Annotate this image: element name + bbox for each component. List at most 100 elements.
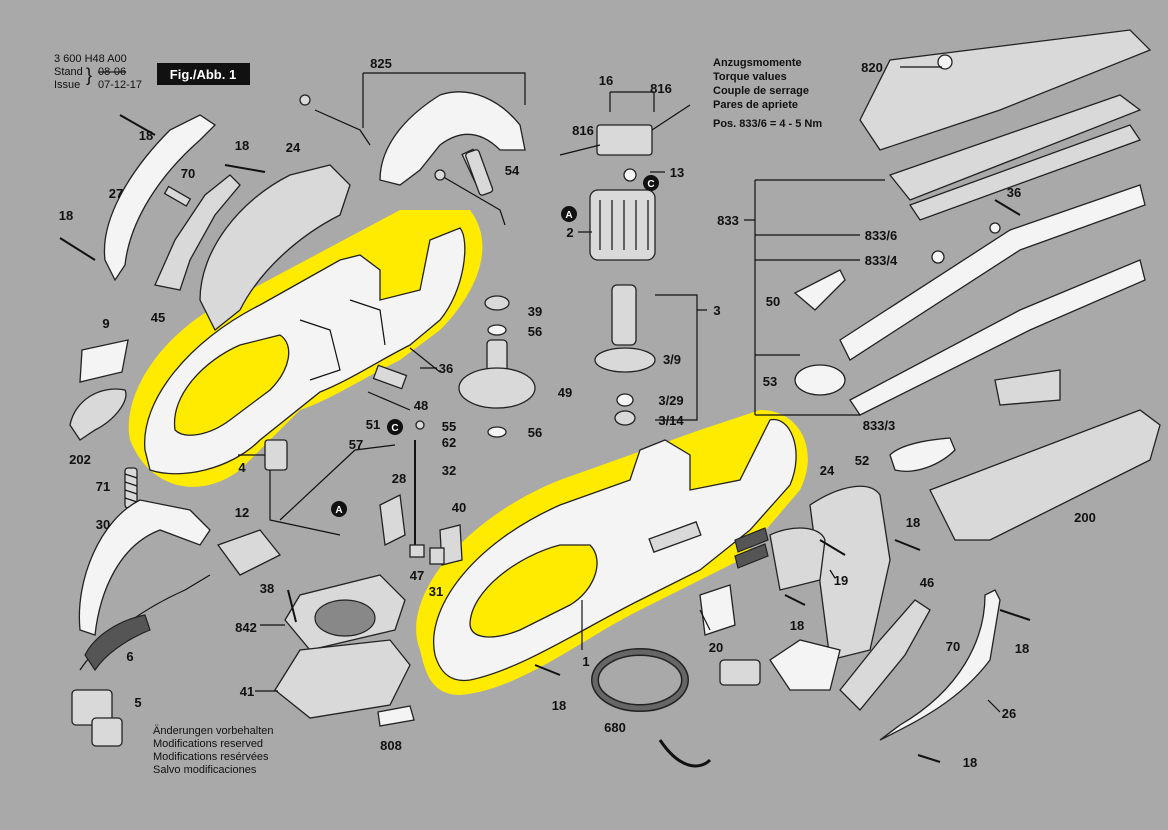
guard-200 (929, 409, 1161, 541)
part-label: 31 (429, 584, 443, 599)
part-label: 48 (414, 398, 428, 413)
part-label: 2 (566, 225, 573, 240)
part-label: 5 (134, 695, 141, 710)
new-date: 07-12-17 (98, 79, 142, 91)
svg-text:C: C (647, 179, 654, 190)
part-label: 70 (181, 166, 195, 181)
gear-assembly (367, 295, 536, 438)
part-label: 16 (599, 73, 613, 88)
part-label: 18 (59, 208, 73, 223)
plate-52 (889, 437, 956, 472)
motor-assembly (559, 104, 691, 426)
part-label: 808 (380, 738, 402, 753)
housing-left (144, 227, 466, 475)
part-label: 50 (766, 294, 780, 309)
plate-842-pad (314, 599, 376, 637)
issue-label: Issue (54, 79, 80, 91)
shaft-assembly (379, 420, 463, 566)
part-label: 70 (946, 639, 960, 654)
part-label: 18 (790, 618, 804, 633)
part-label: 18 (235, 138, 249, 153)
part-label: 820 (861, 60, 883, 75)
part-label: 30 (96, 517, 110, 532)
part-label: 3/9 (663, 352, 681, 367)
label-808 (377, 705, 415, 727)
part-label: 19 (834, 573, 848, 588)
part-label: 842 (235, 620, 257, 635)
marker-a-1: A (561, 206, 577, 222)
side-covers (699, 485, 1001, 741)
grip-45 (154, 174, 241, 291)
part-label: 24 (820, 463, 835, 478)
part-label: 833/4 (865, 253, 898, 268)
part-label: 4 (238, 460, 246, 475)
torque-line3: Couple de serrage (713, 85, 809, 97)
part-label: 18 (552, 698, 566, 713)
part-label: 202 (69, 452, 91, 467)
torque-line5: Pos. 833/6 = 4 - 5 Nm (713, 118, 822, 130)
springs (124, 149, 494, 509)
part-label: 49 (558, 385, 572, 400)
part-label: 57 (349, 437, 363, 452)
marker-c-2: C (387, 419, 403, 435)
part-label: 833/6 (865, 228, 898, 243)
part-label: 3 (713, 303, 720, 318)
part-label: 200 (1074, 510, 1096, 525)
torque-line1: Anzugsmomente (713, 57, 802, 69)
part-label: 40 (452, 500, 466, 515)
footer-line3: Modifications resérvées (153, 751, 269, 763)
part-label: 12 (235, 505, 249, 520)
footer-line2: Modifications reserved (153, 738, 263, 750)
part-label: 833/3 (863, 418, 896, 433)
marker-c-1: C (643, 175, 659, 191)
part-label: 18 (139, 128, 153, 143)
handle-30 (78, 499, 211, 636)
part-label: 18 (1015, 641, 1029, 656)
part-label: 26 (1002, 706, 1016, 721)
part-label: 13 (670, 165, 684, 180)
svg-text:A: A (565, 210, 572, 221)
part-label: 56 (528, 425, 542, 440)
part-label: 39 (528, 304, 542, 319)
marker-a-2: A (331, 501, 347, 517)
part-label: 52 (855, 453, 869, 468)
part-label: 45 (151, 310, 165, 325)
part-label: 28 (392, 471, 406, 486)
part-label: 54 (505, 163, 520, 178)
part-label: 833 (717, 213, 739, 228)
leader-lines (238, 66, 1001, 713)
part-label: 825 (370, 56, 392, 71)
stand-label: Stand (54, 66, 83, 78)
handle-27 (103, 114, 217, 282)
svg-text:C: C (391, 423, 398, 434)
svg-text:A: A (335, 505, 342, 516)
part-label: 55 (442, 419, 456, 434)
part-label: 6 (126, 649, 133, 664)
part-label: 41 (240, 684, 254, 699)
part-label: 32 (442, 463, 456, 478)
part-label: 46 (920, 575, 934, 590)
part-label: 51 (366, 417, 380, 432)
part-label: 816 (650, 81, 672, 96)
part-label: 62 (442, 435, 456, 450)
cable-680 (591, 648, 761, 768)
fig-label: Fig./Abb. 1 (170, 67, 236, 82)
part-label: 3/14 (658, 413, 684, 428)
doc-number: 3 600 H48 A00 (54, 53, 127, 65)
part-label: 36 (439, 361, 453, 376)
screws (59, 114, 1031, 763)
part-label: 20 (709, 640, 723, 655)
old-date: 08-06 (98, 66, 126, 78)
cable-6 (71, 574, 211, 747)
cover-24-top (199, 164, 351, 332)
part-label: 9 (102, 316, 109, 331)
part-label: 71 (96, 479, 110, 494)
torque-line4: Pares de apriete (713, 99, 798, 111)
part-labels: 825 16 816 816 820 18 70 27 18 24 54 13 … (59, 56, 1096, 770)
part-label: 3/29 (658, 393, 683, 408)
torque-line2: Torque values (713, 71, 787, 83)
plate-9 (79, 339, 129, 383)
blade-assembly (793, 29, 1152, 416)
